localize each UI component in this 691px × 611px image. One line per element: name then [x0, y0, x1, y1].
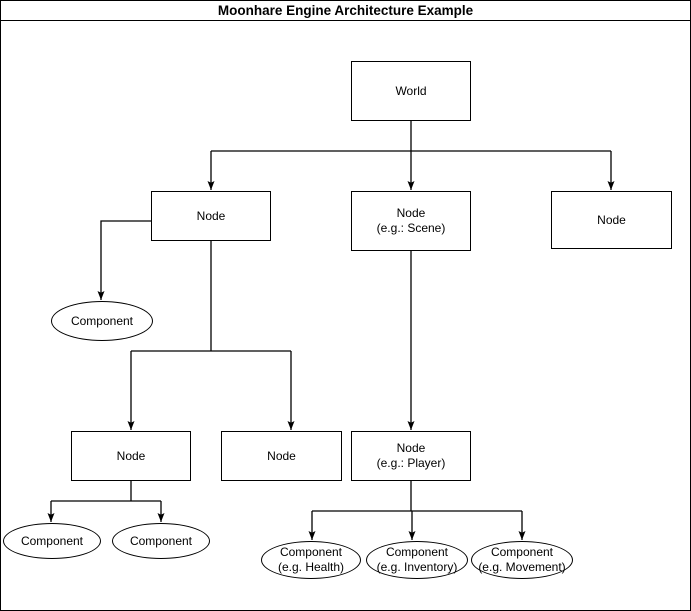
component-left: Component — [51, 301, 153, 341]
component-health-label: Component (e.g. Health) — [277, 545, 345, 574]
title-bar: Moonhare Engine Architecture Example — [1, 1, 690, 21]
component-movement-label: Component (e.g. Movement) — [478, 545, 566, 574]
node-scene: Node (e.g.: Scene) — [351, 191, 471, 251]
node-child-left-label: Node — [116, 448, 146, 463]
component-health: Component (e.g. Health) — [261, 541, 361, 579]
page-title: Moonhare Engine Architecture Example — [217, 3, 474, 18]
node-player-label: Node (e.g.: Player) — [376, 441, 446, 470]
node-left-label: Node — [196, 208, 226, 223]
node-left: Node — [151, 191, 271, 241]
edge-node-left-to-component — [97, 220, 151, 300]
node-child-mid-label: Node — [267, 448, 296, 463]
node-scene-label: Node (e.g.: Scene) — [376, 206, 446, 235]
node-right: Node — [551, 191, 672, 249]
node-world: World — [351, 61, 471, 121]
component-movement: Component (e.g. Movement) — [471, 541, 573, 579]
component-a: Component — [3, 523, 101, 559]
node-player: Node (e.g.: Player) — [351, 431, 471, 481]
component-inventory-label: Component (e.g. Inventory) — [376, 545, 458, 574]
node-right-label: Node — [597, 212, 626, 227]
node-child-mid: Node — [221, 431, 342, 481]
node-child-left: Node — [71, 431, 191, 481]
component-inventory: Component (e.g. Inventory) — [366, 541, 468, 579]
component-a-label: Component — [20, 533, 84, 548]
component-b: Component — [112, 523, 210, 559]
node-world-label: World — [395, 83, 427, 98]
component-left-label: Component — [70, 313, 134, 328]
component-b-label: Component — [129, 533, 193, 548]
